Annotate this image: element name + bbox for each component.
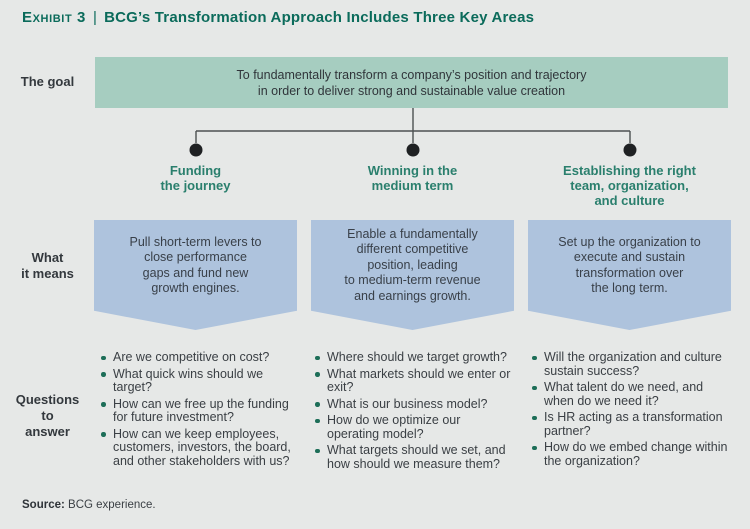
connector-dot: [189, 143, 203, 157]
source-text: BCG experience.: [64, 499, 156, 511]
exhibit-title: Exhibit 3 | BCG’s Transformation Approach …: [22, 9, 534, 26]
question-item: What markets should we enter or exit?: [313, 367, 513, 395]
connector-tree: [189, 108, 637, 157]
column-header-winning-medium-term: Winning in the medium term: [367, 163, 458, 193]
question-item: What is our business model?: [313, 397, 513, 412]
means-text: Pull short-term levers to close performa…: [129, 234, 262, 296]
goal-box: To fundamentally transform a company’s p…: [95, 57, 728, 108]
connector-dot: [406, 143, 420, 157]
means-box-winning: Enable a fundamentally different competi…: [311, 220, 514, 330]
question-item: Where should we target growth?: [313, 350, 513, 365]
connector-lines: [195, 108, 631, 143]
question-item: What talent do we need, and when do we n…: [530, 380, 730, 408]
question-item: What quick wins should we target?: [99, 367, 299, 395]
connector-dot: [623, 143, 637, 157]
question-item: How can we free up the funding for futur…: [99, 397, 299, 425]
source-label: Source:: [22, 499, 65, 511]
questions-list-winning: Where should we target growth? What marke…: [313, 350, 513, 474]
exhibit-number: Exhibit 3: [22, 9, 86, 26]
row-label-what-it-means: What it means: [21, 250, 74, 281]
question-item: What targets should we set, and how shou…: [313, 443, 513, 471]
column-header-funding-the-journey: Funding the journey: [160, 163, 231, 193]
question-item: How do we optimize our operating model?: [313, 413, 513, 441]
questions-list-team: Will the organization and culture sustai…: [530, 350, 730, 471]
title-divider: |: [92, 9, 98, 26]
means-box-funding: Pull short-term levers to close performa…: [94, 220, 297, 330]
row-label-questions-to-answer: Questions to answer: [15, 392, 80, 439]
question-item: How do we embed change within the organi…: [530, 440, 730, 468]
means-box-team: Set up the organization to execute and s…: [528, 220, 731, 330]
column-header-team-organization-culture: Establishing the right team, organizatio…: [563, 163, 696, 208]
question-item: How can we keep employees, customers, in…: [99, 427, 299, 469]
means-text: Set up the organization to execute and s…: [558, 234, 701, 296]
source-note: Source: BCG experience.: [22, 499, 156, 511]
question-item: Will the organization and culture sustai…: [530, 350, 730, 378]
question-item: Is HR acting as a transformation partner…: [530, 410, 730, 438]
row-label-the-goal: The goal: [20, 74, 75, 89]
exhibit-title-text: BCG’s Transformation Approach Includes T…: [104, 9, 535, 26]
question-item: Are we competitive on cost?: [99, 350, 299, 365]
means-text: Enable a fundamentally different competi…: [344, 226, 481, 303]
questions-list-funding: Are we competitive on cost? What quick wi…: [99, 350, 299, 471]
